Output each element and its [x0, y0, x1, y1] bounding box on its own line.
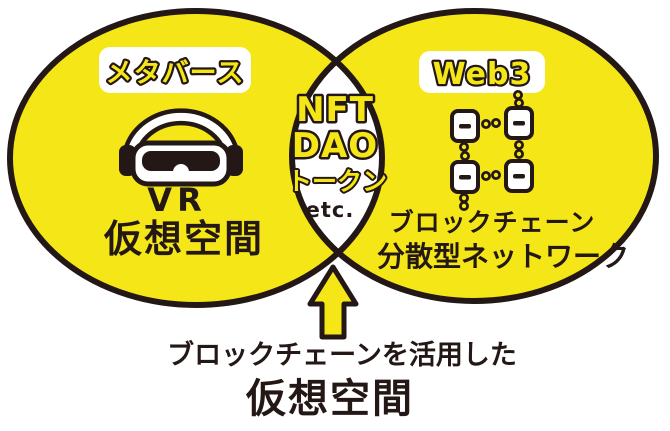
metaverse-line1: VR: [147, 181, 206, 219]
intersection-item-nft: NFT: [296, 90, 374, 130]
up-arrow-icon: [307, 264, 359, 340]
intersection-etc: etc.: [306, 198, 355, 222]
web3-group: Web3: [377, 51, 629, 273]
intersection-group: NFT DAO トークン etc.: [285, 88, 389, 223]
intersection-item-dao: DAO: [292, 126, 378, 166]
metaverse-group: メタバース VR 仮想空間: [99, 47, 264, 261]
metaverse-label: メタバース: [106, 58, 245, 89]
metaverse-label-plate: [99, 47, 251, 93]
intersection-item-token: トークン: [287, 167, 387, 196]
callout-line1: ブロックチェーンを活用した: [167, 339, 517, 371]
web3-label-plate: [419, 51, 545, 93]
callout-group: ブロックチェーンを活用した 仮想空間: [167, 264, 517, 422]
metaverse-line2: 仮想空間: [103, 217, 264, 261]
web3-line1: ブロックチェーン: [389, 208, 596, 237]
right-circle-outline: [289, 8, 659, 304]
right-circle: [292, 11, 656, 301]
vr-goggles-icon: [119, 108, 243, 187]
blockchain-icon: [450, 90, 534, 211]
web3-line2: 分散型ネットワーク: [377, 240, 629, 273]
left-circle-outline: [7, 8, 385, 308]
web3-label: Web3: [433, 57, 532, 92]
callout-line2: 仮想空間: [245, 376, 414, 422]
